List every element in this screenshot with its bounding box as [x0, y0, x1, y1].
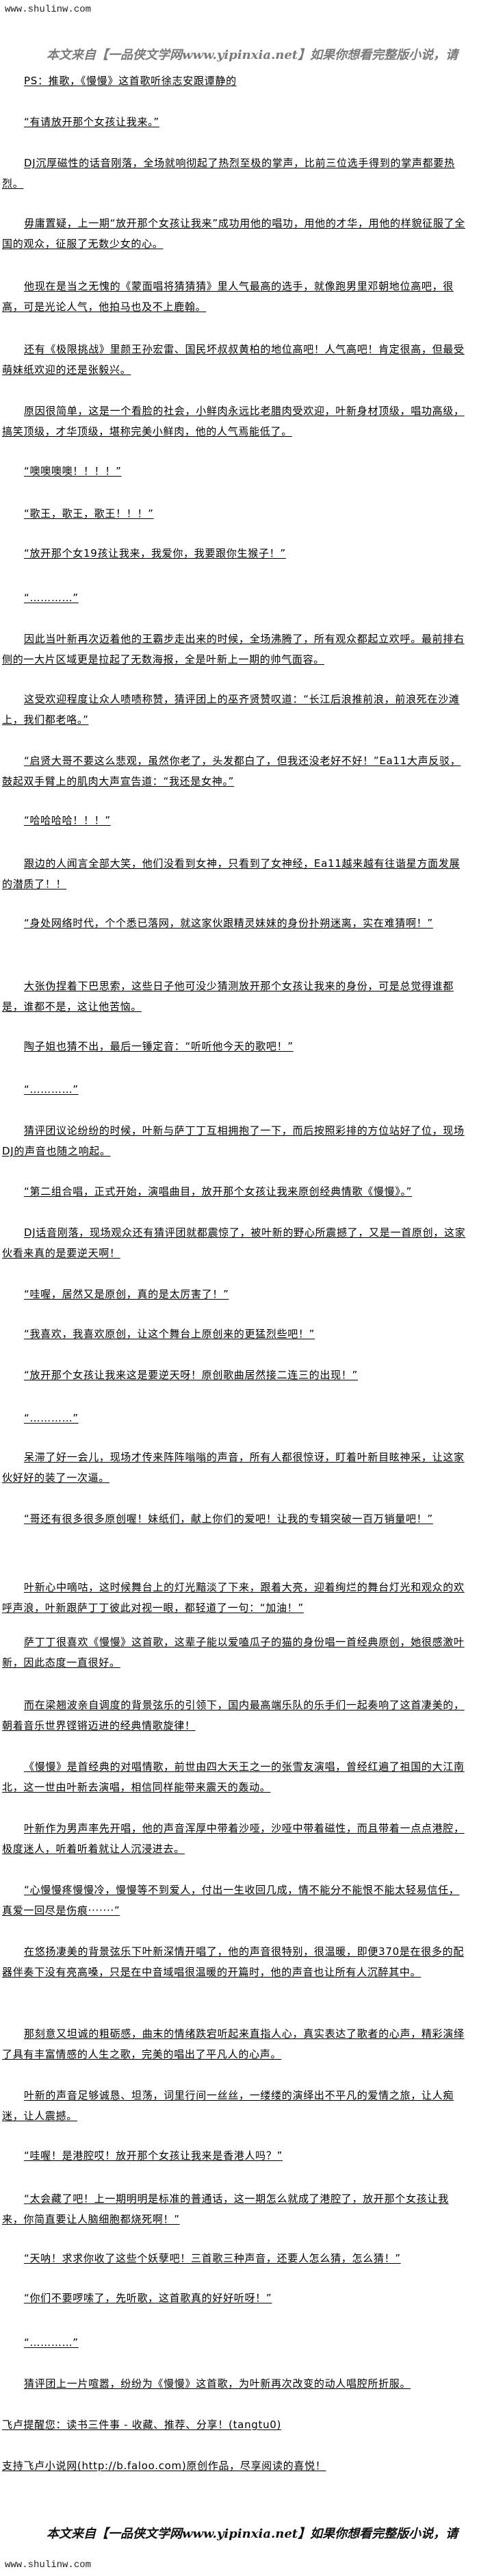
paragraph: 大张伪捏着下巴思索，这些日子他可没少猜测放开那个女孩让我来的身份，可是总觉得谁都…	[2, 980, 454, 1013]
paragraph: “噢噢噢噢！！！！”	[24, 465, 122, 477]
paragraph: “启贤大哥不要这么悲观，虽然你老了，头发都白了，但我还没老好不好！”Ea11大声…	[2, 755, 461, 787]
paragraph: “…………”	[24, 1412, 79, 1424]
paragraph: 《慢慢》是首经典的对唱情歌，前世由四大天王之一的张雪友演唱，曾经红遍了祖国的大江…	[2, 1760, 465, 1793]
paragraph: DJ话音刚落，现场观众还有猜评团就都震惊了，被叶新的野心所震撼了，又是一首原创，…	[2, 1226, 466, 1259]
footer-notice: 支持飞卢小说网(http://b.faloo.com)原创作品，尽享阅读的喜悦！	[2, 2460, 326, 2472]
paragraph: “哥还有很多很多原创喔！妹纸们，献上你们的爱吧！让我的专辑突破一百万销量吧！”	[24, 1513, 433, 1525]
site-label-bottom: www.shulinw.com	[5, 2560, 92, 2571]
site-label-top: www.shulinw.com	[5, 4, 92, 15]
paragraph: 在悠扬凄美的背景弦乐下叶新深情开唱了，他的声音很特别，很温暖，即便370是在很多…	[2, 1945, 465, 1978]
paragraph: “太会藏了吧！上一期明明是标准的普通话，这一期怎么就成了港腔了，放开那个女孩让我…	[2, 2193, 449, 2225]
paragraph: “…………”	[24, 2336, 79, 2349]
paragraph: 萨丁丁很喜欢《慢慢》这首歌，这辈子能以爱嗑瓜子的猫的身份唱一首经典原创，她很感激…	[2, 1636, 465, 1669]
paragraph: “第二组合唱，正式开始，演唱曲目，放开那个女孩让我来原创经典情歌《慢慢》。”	[24, 1185, 413, 1198]
paragraph: 叶新的声音足够诚恳、坦荡，词里行间一丝丝，一缕缕的演绎出不平凡的爱情之旅，让人痴…	[2, 2089, 454, 2122]
paragraph: “心慢慢疼慢慢冷，慢慢等不到爱人，付出一生收回几成，情不能分不能恨不能太轻易信任…	[2, 1884, 460, 1917]
paragraph: 猜评团议论纷纷的时候，叶新与萨丁丁互相拥抱了一下，而后按照彩排的方位站好了位，现…	[2, 1124, 465, 1157]
paragraph: “哈哈哈哈！！！”	[24, 814, 111, 826]
paragraph: 这受欢迎程度让众人啧啧称赞，猜评团上的巫齐贤赞叹道：“长江后浪推前浪，前浪死在沙…	[2, 693, 460, 726]
paragraph: “天呐！求求你收了这些个妖孽吧！三首歌三种声音，还要人怎么猜，怎么猜！”	[24, 2252, 401, 2264]
paragraph: “放开那个女19孩让我来，我爱你，我要跟你生猴子！”	[24, 547, 286, 559]
paragraph: 呆滞了好一会儿，现场才传来阵阵嗡嗡的声音，所有人都很惊讶，盯着叶新目眩神采，让这…	[2, 1451, 465, 1484]
paragraph: “放开那个女孩让我来这是要逆天呀！原创歌曲居然接二连三的出现！”	[24, 1369, 358, 1381]
paragraph: “…………”	[24, 1083, 79, 1096]
paragraph: “我喜欢，我喜欢原创，让这个舞台上原创来的更猛烈些吧！”	[24, 1328, 315, 1340]
footer-notice: 飞卢提醒您：读书三件事 - 收藏、推荐、分享！(tangtu0)	[2, 2419, 282, 2431]
paragraph: “哇喔，居然又是原创，真的是太厉害了！”	[24, 1288, 229, 1300]
paragraph: “哇喔！是港腔哎！放开那个女孩让我来是香港人吗？”	[24, 2149, 283, 2162]
paragraph: DJ沉厚磁性的话音刚落，全场就响彻起了热烈至极的掌声，比前三位选手得到的掌声都要…	[2, 157, 455, 190]
paragraph: 原因很简单，这是一个看脸的社会，小鲜肉永远比老腊肉受欢迎，叶新身材顶级，唱功高级…	[2, 405, 465, 438]
paragraph: 那刻意又坦诚的粗砺感，曲末的情绪跌宕听起来直指人心，真实表达了歌者的心声，精彩演…	[2, 2028, 465, 2060]
watermark-banner-top: 本文来自【一品侠文学网www.yipinxia.net】如果你想看完整版小说，请	[47, 48, 458, 62]
paragraph: 因此当叶新再次迈着他的王霸步走出来的时候，全场沸腾了，所有观众都起立欢呼。最前排…	[2, 633, 465, 666]
paragraph: “身处网络时代，个个悉已落网，就这家伙跟精灵妹妹的身份扑朔迷离，实在难猜啊！”	[24, 917, 433, 929]
paragraph: “你们不要啰嗦了，先听歌，这首歌真的好好听呀！”	[24, 2292, 272, 2304]
watermark-banner-bottom: 本文来自【一品侠文学网www.yipinxia.net】如果你想看完整版小说，请	[47, 2527, 458, 2541]
paragraph: 跟边的人闻言全部大笑，他们没看到女神，只看到了女神经，Ea11越来越有往谐星方面…	[2, 857, 461, 890]
paragraph: “歌王，歌王，歌王！！！”	[24, 507, 154, 520]
paragraph: 陶子姐也猜不出，最后一锤定音：“听听他今天的歌吧！”	[24, 1040, 294, 1052]
paragraph: 他现在是当之无愧的《蒙面唱将猜猜猜》里人气最高的选手，就像跑男里邓朝地位高吧，很…	[2, 280, 454, 313]
paragraph: 还有《极限挑战》里颜王孙宏雷、国民坏叔叔黄柏的地位高吧！人气高吧！肯定很高，但最…	[2, 343, 465, 376]
paragraph: 毋庸置疑，上一期“放开那个女孩让我来”成功用他的唱功，用他的才华，用他的样貌征服…	[2, 217, 465, 250]
paragraph: PS：推歌，《慢慢》这首歌听徐志安跟谭静的	[24, 75, 237, 87]
paragraph: 叶新作为男声率先开唱，他的声音浑厚中带着沙哑，沙哑中带着磁性，而且带着一点点港腔…	[2, 1822, 465, 1855]
paragraph: 猜评团上一片喧嚣，纷纷为《慢慢》这首歌，为叶新再次改变的动人唱腔所折服。	[24, 2377, 411, 2390]
paragraph: “…………”	[24, 592, 79, 604]
paragraph: 而在梁翘波亲自调度的背景弦乐的引领下，国内最高端乐队的乐手们一起奏响了这首凄美的…	[2, 1699, 465, 1732]
paragraph: “有请放开那个女孩让我来。”	[24, 116, 159, 128]
paragraph: 叶新心中嘀咕，这时候舞台上的灯光黯淡了下来，跟着大亮，迎着绚烂的舞台灯光和观众的…	[2, 1581, 465, 1614]
